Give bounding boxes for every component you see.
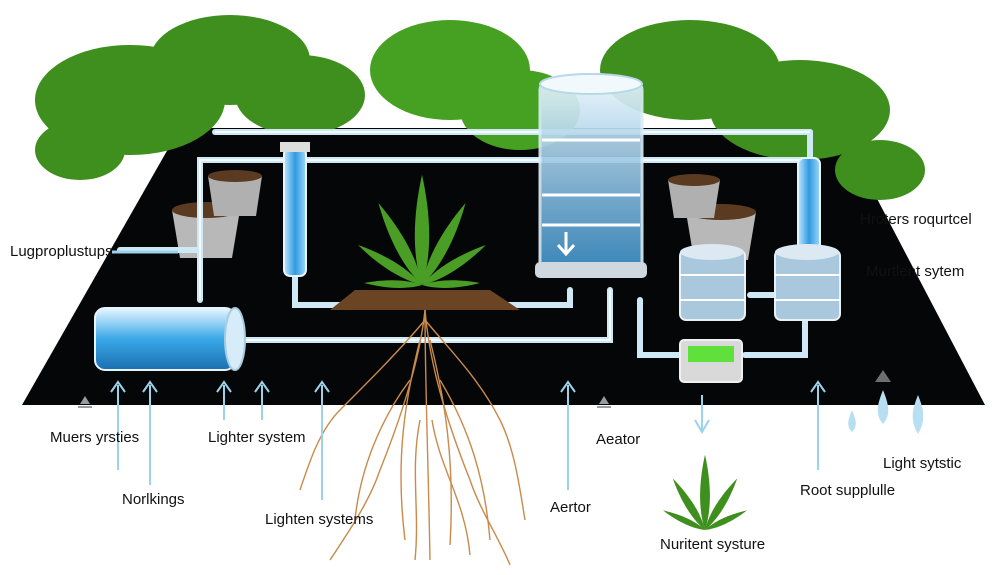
label-aertor: Aertor	[550, 499, 591, 516]
water-tank	[94, 307, 246, 371]
water-column-left	[280, 142, 310, 277]
label-lighter-system: Lighter system	[208, 429, 306, 446]
label-norlkings: Norlkings	[122, 491, 185, 508]
cannabis-seedling	[661, 454, 749, 533]
label-root-supplulle: Root supplulle	[800, 482, 896, 499]
plant-pot-right-2	[668, 174, 720, 218]
nutrient-controller	[679, 339, 743, 383]
sensor-icon-left	[78, 396, 92, 408]
label-muers-yrsties: Muers yrsties	[50, 429, 140, 446]
filter-unit-right	[774, 244, 841, 321]
label-hroters-roqurtcel: Hroters roqurtcel	[860, 211, 972, 228]
label-aeator: Aeator	[596, 431, 641, 448]
central-reservoir	[535, 73, 647, 278]
flow-arrows	[110, 380, 826, 500]
label-murtlent-sytem: Murtlent sytem	[866, 263, 965, 280]
filter-unit-left	[679, 244, 746, 321]
plant-canopy-right	[600, 20, 925, 200]
plant-pot-left-2	[208, 170, 262, 216]
grow-platform	[22, 128, 985, 405]
sensor-icon-right	[597, 396, 611, 408]
water-column-right	[797, 157, 821, 251]
label-light-sytstic: Light sytstic	[883, 455, 962, 472]
water-drop-icons	[848, 390, 924, 434]
label-lighten-systems: Lighten systems	[265, 511, 374, 528]
triangle-marker-icon	[875, 370, 891, 382]
label-nuritent-systure: Nuritent systure	[660, 536, 766, 553]
label-lugproplustups: Lugproplustups	[10, 243, 113, 260]
soil-bed	[330, 290, 520, 310]
plant-canopy-left	[35, 15, 365, 180]
root-system	[299, 309, 526, 566]
